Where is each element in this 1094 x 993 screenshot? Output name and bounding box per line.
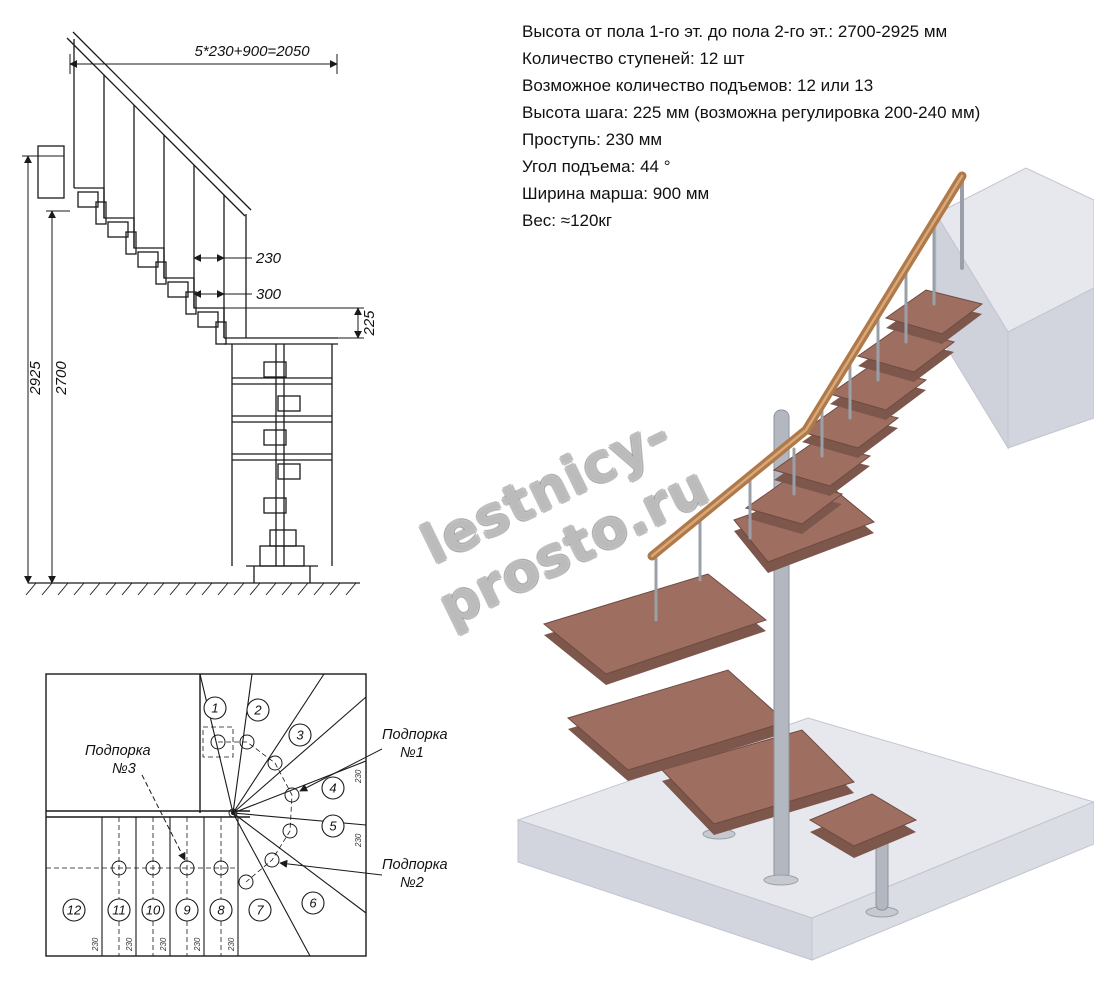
fan-lines [199, 673, 367, 957]
support-1-label-word: Подпорка [382, 727, 448, 743]
support-pad [202, 726, 234, 758]
step-module-link [215, 321, 227, 345]
edge-dim: 230 [193, 937, 202, 952]
elevation-structure [25, 31, 360, 596]
plan-structure [45, 673, 367, 957]
support-3-label-word: Подпорка [85, 743, 151, 759]
base-block [259, 545, 305, 567]
dim-height-2700: 2700 [53, 361, 70, 396]
step-module [137, 251, 159, 268]
floor-lower [516, 717, 1094, 961]
leader-support-2 [279, 859, 383, 876]
step-number-8: 8 [217, 903, 225, 918]
spec-line-weight: Вес: ≈120кг [522, 211, 613, 230]
support-1-label-num: №1 [400, 745, 424, 761]
edge-dim: 230 [125, 937, 134, 952]
dim-riser-225: 225 [361, 310, 378, 337]
edge-dim: 230 [159, 937, 168, 952]
step-module [167, 281, 189, 298]
lower-module [277, 463, 301, 480]
staircase-3d [516, 167, 1094, 961]
step-number-5: 5 [329, 819, 337, 834]
lower-module [263, 497, 287, 514]
step-number-2: 2 [253, 703, 262, 718]
handrail [647, 171, 967, 561]
support-2-label-num: №2 [400, 875, 424, 891]
step-number-9: 9 [183, 903, 190, 918]
winder-treads [542, 573, 855, 835]
elevation-drawing: 5*230+900=2050 2925 2700 230 300 225 [22, 31, 378, 596]
step-module [107, 221, 129, 238]
edge-dimensions: 230 230 230 230 230 230 230 [91, 769, 363, 952]
step-number-11: 11 [112, 903, 126, 918]
step-numbers: 1 2 3 4 5 6 7 8 9 10 11 [62, 696, 345, 922]
lower-module [269, 529, 297, 547]
support-2-label-word: Подпорка [382, 857, 448, 873]
handrail-line [66, 37, 246, 217]
dim-height-2925: 2925 [27, 361, 44, 396]
lower-module [263, 361, 287, 378]
edge-dim: 230 [227, 937, 236, 952]
spec-line-step-height: Высота шага: 225 мм (возможна регулировк… [522, 103, 981, 122]
lower-module [263, 429, 287, 446]
entry-step [808, 793, 918, 858]
step-number-1: 1 [211, 701, 218, 716]
support-labels: Подпорка №3 Подпорка №1 Подпорка №2 [85, 727, 448, 891]
balusters [654, 174, 964, 622]
step-number-4: 4 [329, 781, 336, 796]
plan-drawing: 1 2 3 4 5 6 7 8 9 10 11 [45, 673, 448, 957]
dim-module-300: 300 [256, 286, 282, 303]
render-3d [510, 118, 1094, 983]
leader-support-1 [299, 748, 383, 792]
elevation-dim-lines [22, 54, 364, 584]
step-module-link [185, 291, 197, 315]
edge-dim: 230 [354, 769, 363, 784]
step-module-link [95, 201, 107, 225]
specifications: Высота от пола 1-го эт. до пола 2-го эт.… [522, 18, 1067, 234]
spec-line-rises: Возможное количество подъемов: 12 или 13 [522, 76, 874, 95]
step-dividers [101, 817, 239, 956]
step-module-link [155, 261, 167, 285]
post-arc [218, 741, 293, 883]
step-number-6: 6 [309, 896, 317, 911]
wall-bracket [37, 145, 65, 199]
step-number-3: 3 [296, 728, 304, 743]
step-module-link [125, 231, 137, 255]
elevation-view: 5*230+900=2050 2925 2700 230 300 225 [22, 6, 462, 651]
flight-treads [744, 289, 984, 534]
step-number-12: 12 [67, 903, 82, 918]
plan-view: 1 2 3 4 5 6 7 8 9 10 11 [30, 663, 500, 978]
support-leaders [141, 748, 383, 876]
elevation-dim-labels: 5*230+900=2050 2925 2700 230 300 225 [27, 43, 378, 396]
spec-line-angle: Угол подъема: 44 ° [522, 157, 671, 176]
edge-dim: 230 [354, 833, 363, 848]
spec-line-steps: Количество ступеней: 12 шт [522, 49, 745, 68]
plan-outline [45, 673, 367, 957]
dim-total-run: 5*230+900=2050 [194, 43, 310, 60]
step-number-10: 10 [146, 903, 161, 918]
step-number-7: 7 [256, 903, 264, 918]
plan-axes [46, 726, 293, 956]
spec-line-width: Ширина марша: 900 мм [522, 184, 710, 203]
steps-profile [74, 187, 225, 338]
lower-module [277, 395, 301, 412]
post-circles [111, 734, 300, 890]
step-module [197, 311, 219, 328]
edge-dim: 230 [91, 937, 100, 952]
dim-tread-230: 230 [255, 250, 282, 267]
ground-hatch [25, 582, 357, 596]
support-3-label-num: №3 [112, 761, 136, 777]
step-module [77, 191, 99, 208]
floor-upper [935, 167, 1094, 450]
spec-line-height: Высота от пола 1-го эт. до пола 2-го эт.… [522, 22, 948, 41]
spec-line-tread: Проступь: 230 мм [522, 130, 663, 149]
